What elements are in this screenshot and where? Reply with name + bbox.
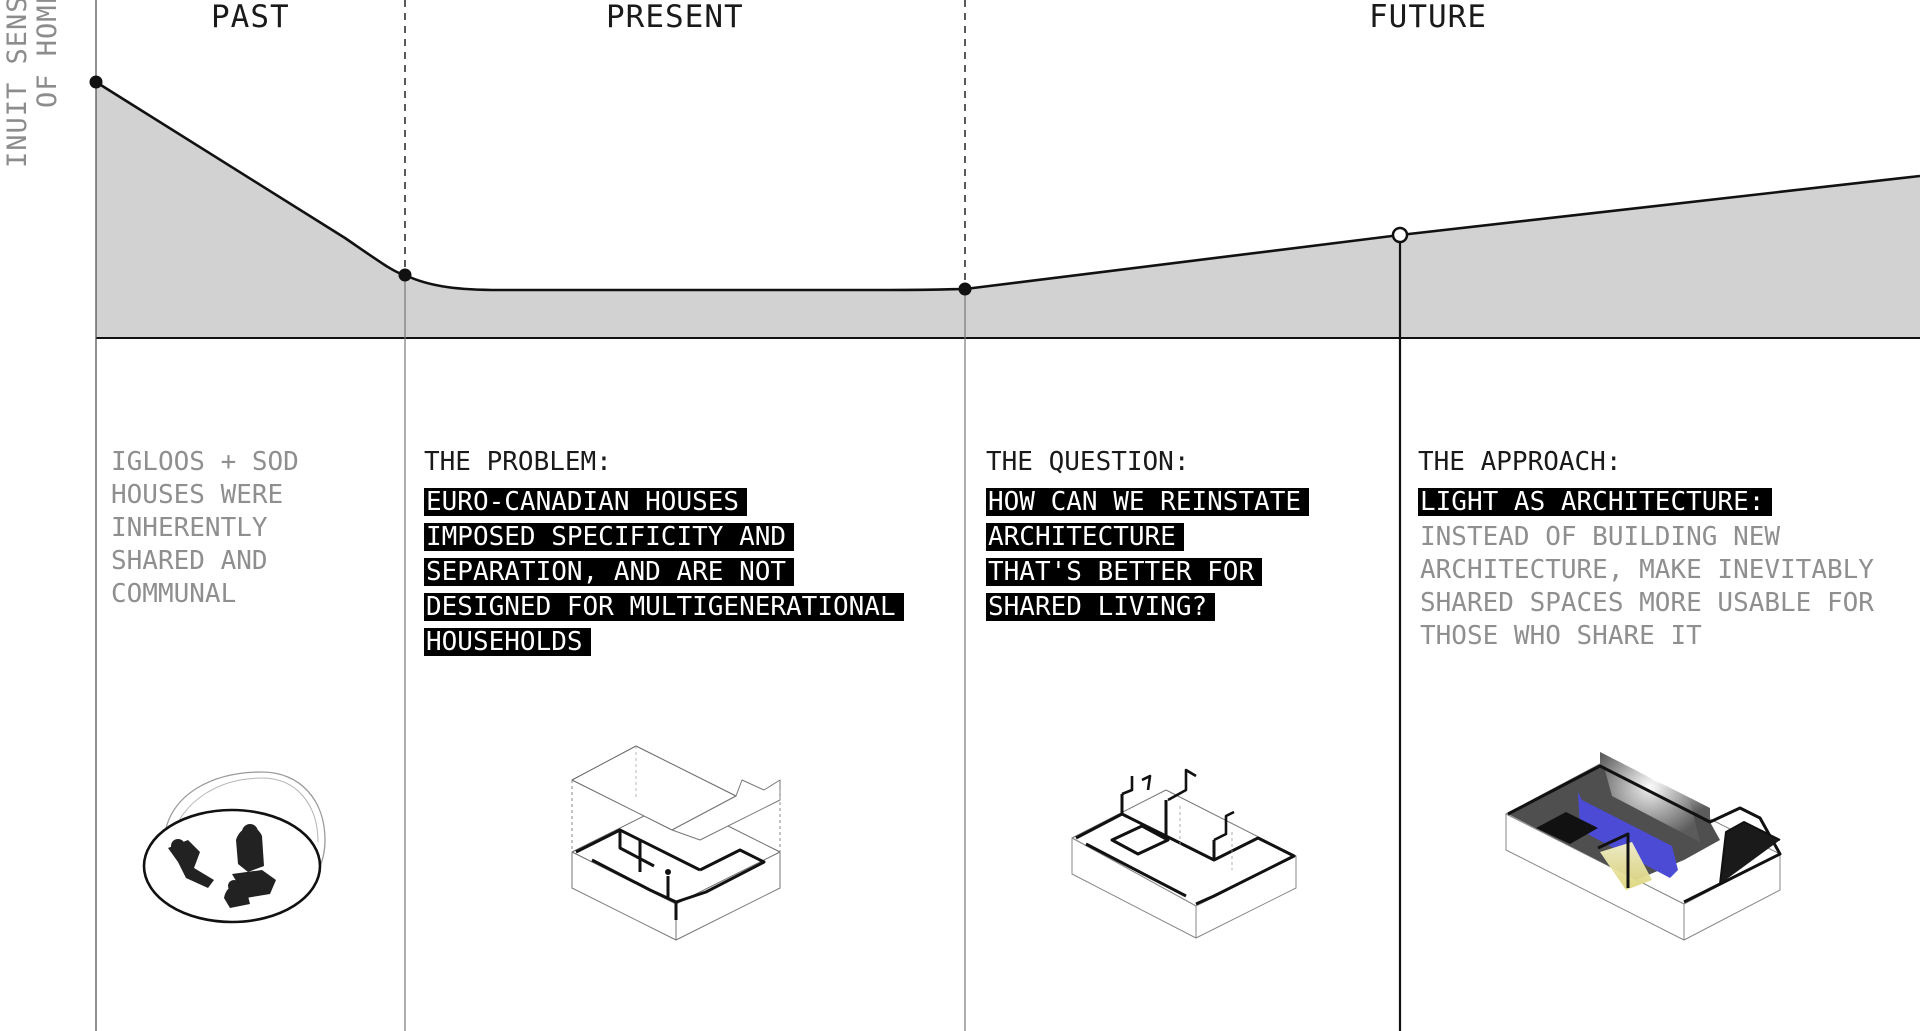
problem-line: IMPOSED SPECIFICITY AND bbox=[424, 523, 795, 551]
y-axis-label-line-1: INUIT SENSE bbox=[2, 0, 33, 168]
question-description: HOW CAN WE REINSTATE ARCHITECTURE THAT'S… bbox=[986, 486, 1310, 626]
approach-description: LIGHT AS ARCHITECTURE: INSTEAD OF BUILDI… bbox=[1418, 486, 1874, 653]
question-line: HOW CAN WE REINSTATE bbox=[986, 488, 1310, 516]
problem-description: EURO-CANADIAN HOUSES IMPOSED SPECIFICITY… bbox=[424, 486, 904, 661]
igloo-icon bbox=[142, 771, 326, 924]
problem-line: DESIGNED FOR MULTIGENERATIONAL bbox=[424, 593, 904, 621]
problem-line: SEPARATION, AND ARE NOT bbox=[424, 558, 795, 586]
past-description: IGLOOS + SOD HOUSES WERE INHERENTLY SHAR… bbox=[111, 446, 299, 611]
problem-line: EURO-CANADIAN HOUSES bbox=[424, 488, 748, 516]
shared-living-plan-icon bbox=[1071, 768, 1297, 939]
question-line: SHARED LIVING? bbox=[986, 593, 1216, 621]
era-title-present: PRESENT bbox=[606, 0, 744, 35]
y-axis-label-line-2: OF HOME bbox=[32, 0, 63, 108]
point-past-present bbox=[398, 268, 412, 282]
approach-line: ARCHITECTURE, MAKE INEVITABLY bbox=[1420, 555, 1874, 585]
point-approach bbox=[1391, 226, 1409, 244]
point-present-future bbox=[958, 282, 972, 296]
past-line: IGLOOS + SOD bbox=[111, 447, 299, 477]
problem-heading: THE PROBLEM: bbox=[424, 447, 612, 477]
approach-line: SHARED SPACES MORE USABLE FOR bbox=[1420, 588, 1874, 618]
point-past-start bbox=[89, 75, 103, 89]
era-title-future: FUTURE bbox=[1369, 0, 1487, 35]
past-line: INHERENTLY bbox=[111, 513, 268, 543]
question-line: ARCHITECTURE bbox=[986, 523, 1184, 551]
approach-heading: THE APPROACH: bbox=[1418, 447, 1622, 477]
sense-of-home-curve bbox=[95, 80, 1920, 292]
sense-of-home-area bbox=[96, 82, 1920, 338]
past-line: HOUSES WERE bbox=[111, 480, 284, 510]
question-heading: THE QUESTION: bbox=[986, 447, 1190, 477]
approach-highlight: LIGHT AS ARCHITECTURE: bbox=[1418, 488, 1773, 516]
problem-line: HOUSEHOLDS bbox=[424, 628, 591, 656]
y-axis-label: INUIT SENSE OF HOME bbox=[0, 0, 63, 170]
era-title-past: PAST bbox=[211, 0, 290, 35]
past-line: COMMUNAL bbox=[111, 579, 237, 609]
past-line: SHARED AND bbox=[111, 546, 268, 576]
euro-canadian-house-icon bbox=[571, 745, 781, 941]
approach-line: THOSE WHO SHARE IT bbox=[1420, 621, 1702, 651]
approach-line: INSTEAD OF BUILDING NEW bbox=[1420, 522, 1781, 552]
question-line: THAT'S BETTER FOR bbox=[986, 558, 1263, 586]
light-architecture-icon bbox=[1505, 752, 1782, 941]
